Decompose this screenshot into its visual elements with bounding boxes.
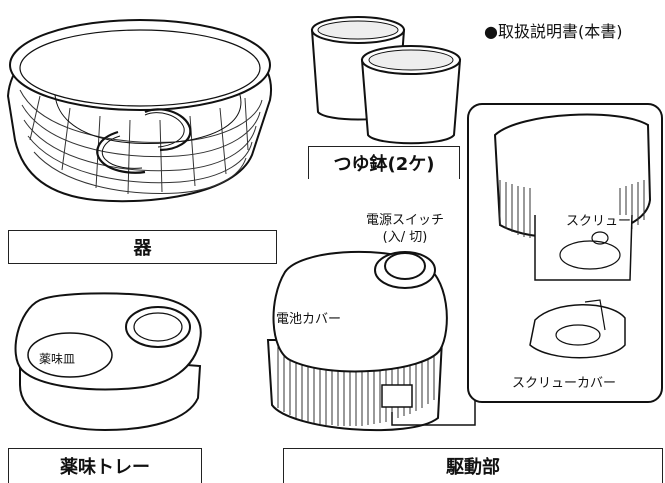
power-switch-label-line2: (入/ 切) [382, 230, 428, 245]
tray-label: 薬味トレー [60, 457, 150, 478]
manual-title: ●取扱説明書(本書) [484, 22, 623, 41]
bowl-illustration [6, 19, 273, 203]
condiment-dish-label: 薬味皿 [39, 352, 76, 366]
screw-label: スクリュー [566, 214, 632, 229]
drive-unit-label-box: 駆動部 [283, 448, 663, 483]
bowl-label-box: 器 [8, 230, 277, 264]
screw-cover-label: スクリューカバー [512, 376, 617, 391]
cups-illustration [310, 16, 462, 145]
power-switch-label: 電源スイッチ (入/ 切) [366, 212, 444, 246]
tray-label-box: 薬味トレー [8, 448, 202, 483]
bowl-label: 器 [133, 238, 152, 259]
cups-label-box: つゆ鉢(2ケ) [308, 146, 460, 179]
cups-label: つゆ鉢(2ケ) [333, 154, 435, 175]
power-switch-label-line1: 電源スイッチ [366, 213, 445, 228]
drive-unit-label: 駆動部 [446, 457, 500, 478]
tray-illustration [14, 292, 202, 432]
drive-unit-illustration [266, 250, 476, 432]
battery-cover-label: 電池カバー [276, 312, 342, 327]
screw-panel-illustration [467, 103, 663, 403]
